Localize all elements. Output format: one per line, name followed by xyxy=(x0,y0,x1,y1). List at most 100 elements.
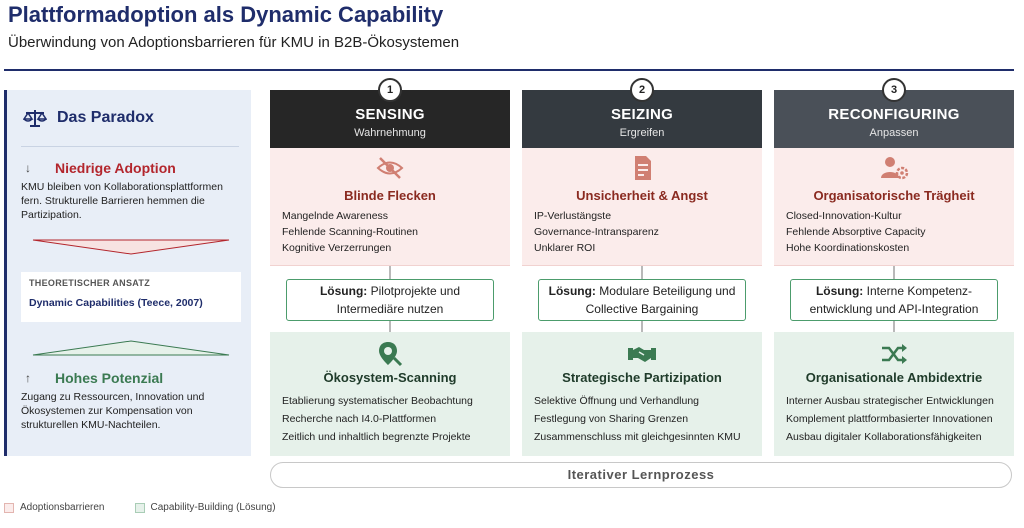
solution-box: Lösung: Modulare Beteiligung und Collect… xyxy=(538,279,746,321)
capability-box: Ökosystem-Scanning Etablierung systemati… xyxy=(270,332,510,456)
high-potential-title: Hohes Potenzial xyxy=(55,370,164,386)
capability-title: Organisationale Ambidextrie xyxy=(805,370,983,385)
barrier-item: Kognitive Verzerrungen xyxy=(282,242,392,254)
connector-line xyxy=(389,266,391,279)
high-potential-heading: ↑ Hohes Potenzial xyxy=(25,370,163,386)
arrow-up-icon: ↑ xyxy=(25,371,31,385)
solution-box: Lösung: Pilotprojekte und Intermediäre n… xyxy=(286,279,494,321)
column-subtitle: Anpassen xyxy=(869,127,919,139)
capability-list: Etablierung systematischer Beobachtung R… xyxy=(282,392,473,446)
capability-title: Ökosystem-Scanning xyxy=(323,370,457,385)
solution-label: Lösung: xyxy=(548,284,596,298)
column-title: RECONFIGURING xyxy=(828,106,960,123)
step-number: 1 xyxy=(378,78,402,102)
column-header: RECONFIGURING Anpassen xyxy=(774,90,1014,148)
arrow-down-icon: ↓ xyxy=(25,161,31,175)
document-warning-icon xyxy=(635,156,651,180)
capability-item: Festlegung von Sharing Grenzen xyxy=(534,413,689,425)
barrier-item: Fehlende Scanning-Routinen xyxy=(282,226,419,238)
legend: Adoptionsbarrieren Capability-Building (… xyxy=(4,502,276,513)
divider xyxy=(21,146,239,147)
column-seizing: SEIZING Ergreifen 2 Unsicherheit & Angst… xyxy=(522,78,762,456)
step-number: 3 xyxy=(882,78,906,102)
column-sensing: SENSING Wahrnehmung 1 Blinde Flecken Man… xyxy=(270,78,510,456)
barrier-item: Fehlende Absorptive Capacity xyxy=(786,226,926,238)
legend-label-capability: Capability-Building (Lösung) xyxy=(150,502,276,513)
capability-list: Interner Ausbau strategischer Entwicklun… xyxy=(786,392,994,446)
capability-item: Etablierung systematischer Beobachtung xyxy=(282,395,473,407)
handshake-icon xyxy=(628,347,656,362)
funnel-down-shape xyxy=(32,239,230,255)
solution-label: Lösung: xyxy=(815,284,864,298)
barrier-item: IP-Verlustängste xyxy=(534,210,612,222)
barrier-box: Organisatorische Trägheit Closed-Innovat… xyxy=(774,148,1014,266)
capability-box: Organisationale Ambidextrie Interner Aus… xyxy=(774,332,1014,456)
page-title: Plattformadoption als Dynamic Capability xyxy=(8,2,444,27)
capability-title: Strategische Partizipation xyxy=(562,370,722,385)
high-potential-text: Zugang zu Ressourcen, Innovation und Öko… xyxy=(21,391,205,431)
legend-swatch-capability xyxy=(134,502,145,513)
solution-text-line2: entwicklung und API-Integration xyxy=(809,302,979,316)
solution-text-line2: Intermediäre nutzen xyxy=(336,302,444,316)
user-gear-icon xyxy=(881,157,909,180)
column-subtitle: Ergreifen xyxy=(619,127,665,139)
capability-item: Interner Ausbau strategischer Entwicklun… xyxy=(786,395,994,407)
capability-list: Selektive Öffnung und Verhandlung Festle… xyxy=(534,392,741,446)
theory-label: THEORETISCHER ANSATZ xyxy=(29,278,151,288)
page-subtitle: Überwindung von Adoptionsbarrieren für K… xyxy=(8,34,460,51)
connector-line xyxy=(641,321,643,332)
step-number: 2 xyxy=(630,78,654,102)
barrier-list: Closed-Innovation-Kultur Fehlende Absorp… xyxy=(786,208,926,256)
capability-item: Komplement plattformbasierter Innovation… xyxy=(786,413,993,425)
solution-text-line1: Pilotprojekte und xyxy=(367,284,461,298)
iterative-process-bar: Iterativer Lernprozess xyxy=(270,462,1012,488)
low-adoption-text: KMU bleiben von Kollaborationsplattforme… xyxy=(21,181,223,221)
theory-value: Dynamic Capabilities (Teece, 2007) xyxy=(29,297,203,309)
barrier-item: Mangelnde Awareness xyxy=(282,210,389,222)
eye-slash-icon xyxy=(376,157,404,179)
barrier-list: IP-Verlustängste Governance-Intransparen… xyxy=(534,208,659,256)
column-subtitle: Wahrnehmung xyxy=(354,127,426,139)
capability-item: Selektive Öffnung und Verhandlung xyxy=(534,395,700,407)
solution-box: Lösung: Interne Kompetenz- entwicklung u… xyxy=(790,279,998,321)
barrier-item: Hohe Koordinationskosten xyxy=(786,242,910,254)
capability-box: Strategische Partizipation Selektive Öff… xyxy=(522,332,762,456)
paradox-header: Das Paradox xyxy=(23,108,154,128)
funnel-up-shape xyxy=(32,340,230,356)
connector-line xyxy=(893,321,895,332)
barrier-item: Unklarer ROI xyxy=(534,242,596,254)
column-reconfiguring: RECONFIGURING Anpassen 3 Organisatorisch… xyxy=(774,78,1014,456)
paradox-panel: Das Paradox ↓ Niedrige Adoption KMU blei… xyxy=(4,90,251,456)
barrier-box: Blinde Flecken Mangelnde Awareness Fehle… xyxy=(270,148,510,266)
low-adoption-heading: ↓ Niedrige Adoption xyxy=(25,160,176,176)
column-title: SENSING xyxy=(355,106,425,123)
legend-swatch-barriers xyxy=(4,502,14,513)
barrier-item: Closed-Innovation-Kultur xyxy=(786,210,902,222)
scale-icon xyxy=(23,110,47,127)
barrier-title: Blinde Flecken xyxy=(344,188,436,203)
shuffle-icon xyxy=(882,344,907,364)
capability-item: Zusammenschluss mit gleichgesinnten KMU xyxy=(534,431,741,443)
solution-text-line1: Modulare Beteiligung und xyxy=(595,284,736,298)
barrier-box: Unsicherheit & Angst IP-Verlustängste Go… xyxy=(522,148,762,266)
connector-line xyxy=(893,266,895,279)
capability-item: Ausbau digitaler Kollaborationsfähigkeit… xyxy=(786,431,982,443)
legend-label-barriers: Adoptionsbarrieren xyxy=(20,502,105,513)
low-adoption-title: Niedrige Adoption xyxy=(55,160,176,176)
capability-item: Recherche nach I4.0-Plattformen xyxy=(282,413,437,425)
map-search-icon xyxy=(379,342,403,367)
barrier-title: Organisatorische Trägheit xyxy=(813,188,975,203)
solution-text-line2: Collective Bargaining xyxy=(585,302,699,316)
paradox-heading: Das Paradox xyxy=(57,109,154,126)
connector-line xyxy=(389,321,391,332)
column-title: SEIZING xyxy=(610,106,674,123)
solution-label: Lösung: xyxy=(319,284,368,298)
connector-line xyxy=(641,266,643,279)
barrier-title: Unsicherheit & Angst xyxy=(576,188,708,203)
title-divider xyxy=(4,69,1014,71)
theory-box: THEORETISCHER ANSATZ Dynamic Capabilitie… xyxy=(21,272,241,322)
solution-text-line1: Interne Kompetenz- xyxy=(863,284,973,298)
barrier-item: Governance-Intransparenz xyxy=(534,226,659,238)
capability-item: Zeitlich und inhaltlich begrenzte Projek… xyxy=(282,431,471,443)
barrier-list: Mangelnde Awareness Fehlende Scanning-Ro… xyxy=(282,208,418,256)
